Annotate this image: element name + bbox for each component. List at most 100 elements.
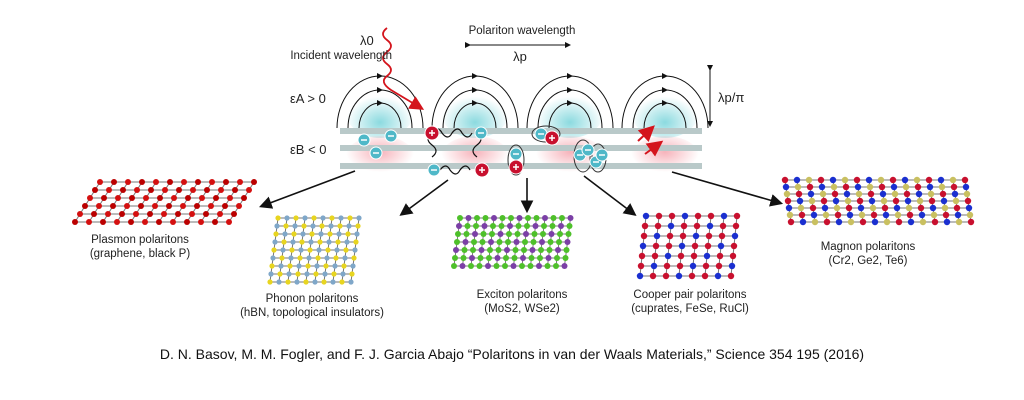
atom — [550, 215, 557, 221]
atom — [870, 211, 878, 219]
material-label-magnon: Magnon polaritons(Cr2, Ge2, Te6) — [820, 241, 916, 267]
atom — [195, 179, 201, 185]
atom — [521, 247, 527, 253]
atom — [286, 271, 292, 277]
atom — [237, 179, 243, 185]
atom — [97, 179, 103, 185]
atom — [333, 255, 339, 261]
atom — [189, 211, 195, 217]
atom — [208, 203, 214, 209]
atom — [349, 271, 355, 277]
atom — [842, 183, 850, 191]
lambda-p-over-pi-label: λp/π — [718, 90, 745, 105]
atom — [105, 211, 111, 217]
atom — [139, 179, 145, 185]
atom — [869, 204, 877, 212]
atom — [298, 247, 304, 253]
atom — [246, 187, 252, 193]
atom — [819, 190, 827, 198]
atom — [209, 179, 215, 185]
atom — [354, 231, 360, 237]
atom — [498, 223, 505, 229]
atom — [642, 212, 650, 220]
atom — [278, 263, 284, 269]
atom — [841, 176, 849, 184]
atom — [664, 252, 672, 260]
atom — [529, 247, 536, 253]
atom — [317, 239, 323, 245]
atom — [343, 247, 349, 253]
atom — [823, 218, 831, 226]
atom — [356, 215, 362, 221]
atom — [906, 211, 914, 219]
atom — [194, 203, 200, 209]
atom — [277, 271, 283, 277]
field-arrow-icon — [662, 73, 668, 79]
atom — [316, 247, 322, 253]
atom — [962, 183, 970, 191]
atom — [236, 203, 242, 209]
atom — [280, 247, 286, 253]
atom — [719, 222, 727, 230]
atom — [455, 231, 461, 237]
atom — [341, 263, 347, 269]
atom — [834, 211, 842, 219]
atom — [469, 255, 475, 261]
atom — [348, 279, 354, 285]
atom — [328, 223, 334, 229]
atom — [295, 271, 301, 277]
atom — [781, 176, 789, 184]
atom — [275, 215, 281, 221]
atom — [964, 197, 972, 205]
atom — [561, 263, 568, 269]
atom — [531, 231, 538, 237]
atom — [101, 195, 107, 201]
atom — [318, 231, 324, 237]
atom — [490, 223, 496, 229]
atom — [339, 279, 345, 285]
atom — [727, 272, 735, 280]
atom — [346, 223, 352, 229]
atom — [313, 271, 319, 277]
atom — [279, 255, 285, 261]
atom — [878, 183, 886, 191]
atom — [963, 190, 971, 198]
atom — [844, 197, 852, 205]
spin-arrow-icon — [637, 125, 655, 143]
atom — [337, 223, 343, 229]
material-label-plasmon: Plasmon polaritons(graphene, black P) — [89, 234, 191, 260]
atom — [544, 263, 551, 269]
atom — [937, 176, 945, 184]
atom — [879, 190, 887, 198]
atom — [914, 183, 922, 191]
atom — [291, 231, 297, 237]
atom — [460, 255, 467, 261]
atom — [554, 255, 560, 261]
atom — [494, 255, 501, 261]
atom — [334, 247, 340, 253]
atom — [344, 239, 350, 245]
atom — [77, 211, 83, 217]
atom — [134, 187, 140, 193]
atom — [528, 255, 535, 261]
atom — [456, 223, 462, 229]
atom — [843, 190, 851, 198]
atom — [276, 279, 282, 285]
atom — [267, 279, 273, 285]
atom — [352, 247, 358, 253]
atom — [198, 219, 204, 225]
atom — [314, 263, 320, 269]
material-label-phonon: Phonon polaritons(hBN, topological insul… — [240, 293, 384, 319]
field-arrow-icon — [662, 87, 668, 93]
atom — [320, 215, 326, 221]
atom — [539, 239, 545, 245]
atom — [335, 239, 341, 245]
atom — [877, 176, 885, 184]
atom — [281, 239, 287, 245]
atom — [477, 255, 484, 261]
atom — [636, 272, 644, 280]
atom — [496, 239, 503, 245]
atom — [729, 252, 737, 260]
atom — [465, 215, 472, 221]
